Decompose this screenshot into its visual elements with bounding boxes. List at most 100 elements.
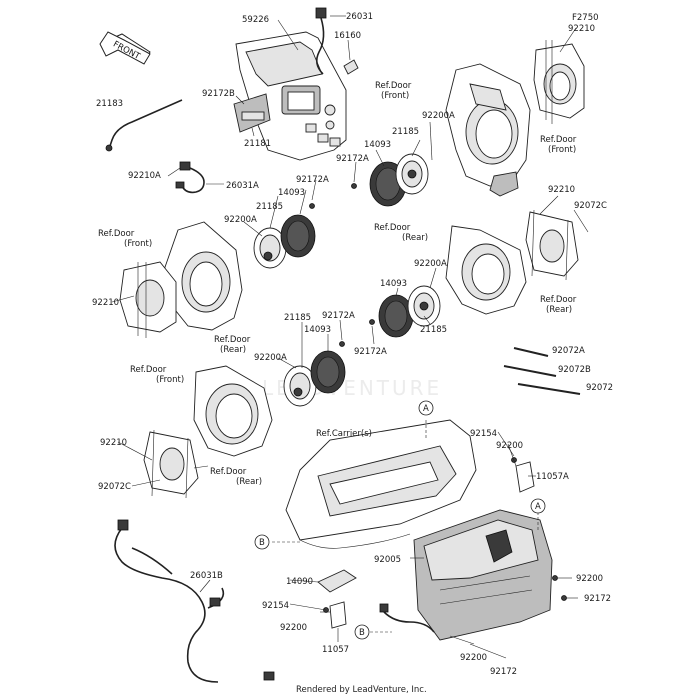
label-refdoor-rear-lower-left-sub: (Rear) [236, 477, 262, 487]
label-26031: 26031 [346, 12, 373, 22]
label-92200A-d: 92200A [254, 353, 287, 363]
speaker-21185-c [407, 285, 441, 327]
label-14093-d: 14093 [304, 325, 331, 335]
label-92210-mid-right: 92210 [548, 185, 575, 195]
speaker-21185-b [253, 227, 287, 269]
label-92200A-c: 92200A [414, 259, 447, 269]
antenna-wire-21183 [109, 99, 183, 147]
label-92200A-a: 92200A [422, 111, 455, 121]
label-refdoor-front-right-sub: (Front) [548, 145, 576, 155]
label-refdoor-front-left2-sub: (Front) [156, 375, 184, 385]
label-92072C-right: 92072C [574, 201, 607, 211]
screw-92172A-a [351, 183, 357, 189]
callout-A-upper: A [418, 400, 434, 416]
washer-92200-right [552, 575, 558, 581]
part-labels: 59226 26031 16160 F2750 92210 21183 9217… [92, 12, 613, 677]
label-92172-bottom-right: 92172 [584, 594, 611, 604]
label-refdoor-front-left-sub: (Front) [124, 239, 152, 249]
harness-26031B [114, 519, 275, 683]
callout-B-lower: B [354, 624, 370, 640]
harness-26031A [175, 161, 205, 194]
label-refdoor-rear-lower-left: Ref.Door [210, 467, 247, 477]
bracket-92210-rear-left [143, 429, 199, 499]
label-14093-c: 14093 [380, 279, 407, 289]
cover-14090 [317, 569, 357, 593]
speaker-grille-14093-c [378, 294, 414, 338]
callout-B-left: B [254, 534, 270, 550]
label-21185-b: 21185 [256, 202, 283, 212]
label-92072: 92072 [586, 383, 613, 393]
label-92172B: 92172B [202, 89, 235, 99]
label-92200-right: 92200 [496, 441, 523, 451]
label-11057A: 11057A [536, 472, 569, 482]
label-refdoor-front-left: Ref.Door [98, 229, 135, 239]
screw-92072B [503, 365, 557, 377]
svg-text:A: A [423, 404, 429, 414]
label-21185-a: 21185 [392, 127, 419, 137]
label-26031A: 26031A [226, 181, 259, 191]
speaker-grille-14093-d [310, 350, 346, 394]
bracket-11057A [515, 461, 535, 493]
label-16160: 16160 [334, 31, 361, 41]
screw-92172A-d [339, 341, 345, 347]
label-refdoor-front-left2: Ref.Door [130, 365, 167, 375]
label-92172-bottom-base: 92172 [490, 667, 517, 677]
label-92200A-b: 92200A [224, 215, 257, 225]
label-92210-left: 92210 [92, 298, 119, 308]
svg-text:A: A [535, 502, 541, 512]
door-speaker-pod-front-right [445, 63, 531, 197]
label-21185-c: 21185 [420, 325, 447, 335]
front-arrow-icon: FRONT [99, 31, 151, 65]
callout-A-lower: A [530, 498, 546, 514]
label-92154-right: 92154 [470, 429, 497, 439]
label-92072B: 92072B [558, 365, 591, 375]
bracket-92210-rear-right [525, 209, 579, 281]
label-refdoor-rear-right-sub: (Rear) [546, 305, 572, 315]
label-ref-carrier: Ref.Carrier(s) [316, 429, 372, 439]
label-refdoor-front-top-sub: (Front) [381, 91, 409, 101]
label-92172A-c: 92172A [354, 347, 387, 357]
label-92200-bottom: 92200 [280, 623, 307, 633]
rear-speaker-enclosure-92005 [413, 509, 553, 641]
label-14093-a: 14093 [364, 140, 391, 150]
antenna-end-21183 [105, 144, 113, 152]
bracket-11057 [329, 601, 347, 629]
label-refdoor-rear-mid-sub: (Rear) [402, 233, 428, 243]
label-92172A-a: 92172A [336, 154, 369, 164]
label-11057: 11057 [322, 645, 349, 655]
svg-text:B: B [359, 628, 365, 638]
label-92072A: 92072A [552, 346, 585, 356]
bolt-92172-right [561, 595, 567, 601]
label-refdoor-rear-right: Ref.Door [540, 295, 577, 305]
label-92210-top-right: 92210 [568, 24, 595, 34]
label-21185-d: 21185 [284, 313, 311, 323]
speaker-21185-d [283, 365, 317, 407]
label-14090: 14090 [286, 577, 313, 587]
screw-92072A [513, 347, 549, 357]
dash-console-59226 [235, 31, 347, 161]
label-refdoor-front-top: Ref.Door [375, 81, 412, 91]
connector-26031 [315, 7, 327, 75]
footer-credit: Rendered by LeadVenture, Inc. [296, 685, 427, 695]
label-F2750: F2750 [572, 13, 599, 23]
screw-92172A-c [369, 319, 375, 325]
clip-16160 [343, 59, 359, 75]
label-refdoor-rear-left: Ref.Door [214, 335, 251, 345]
label-14093-b: 14093 [278, 188, 305, 198]
label-21181: 21181 [244, 139, 271, 149]
label-refdoor-front-right: Ref.Door [540, 135, 577, 145]
door-speaker-pod-rear-left [193, 365, 273, 457]
speaker-21185-a [395, 153, 429, 195]
door-speaker-pod-rear-right [445, 225, 527, 315]
label-92172A-b: 92172A [296, 175, 329, 185]
speaker-grille-14093-b [280, 214, 316, 258]
label-92154-bottom: 92154 [262, 601, 289, 611]
label-92210A: 92210A [128, 171, 161, 181]
label-26031B: 26031B [190, 571, 223, 581]
label-refdoor-rear-mid: Ref.Door [374, 223, 411, 233]
speaker-lead-connector [379, 603, 389, 613]
label-refdoor-rear-left-sub: (Rear) [220, 345, 246, 355]
label-92200-bottom-base: 92200 [460, 653, 487, 663]
